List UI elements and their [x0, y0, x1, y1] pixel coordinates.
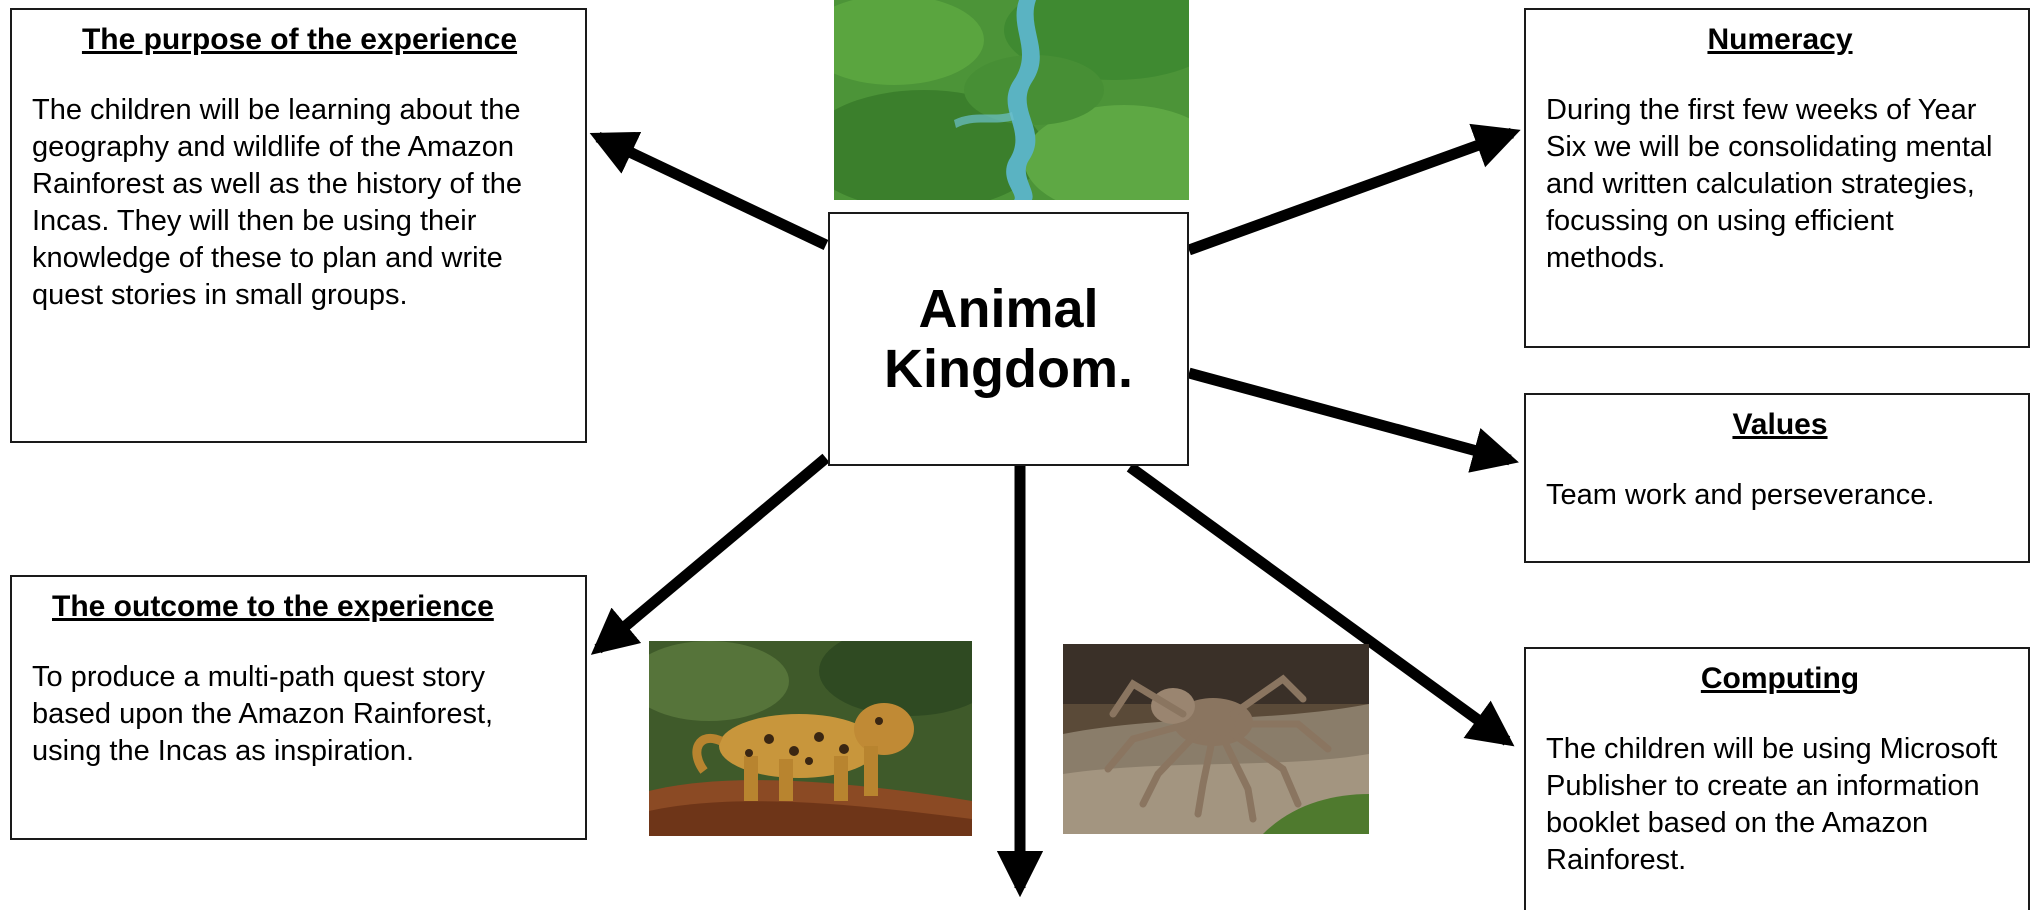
rainforest-river-photo [834, 0, 1189, 200]
values-box: Values Team work and perseverance. [1524, 393, 2030, 563]
numeracy-title: Numeracy [1707, 23, 1853, 56]
computing-text: The children will be using Microsoft Pub… [1546, 733, 1998, 876]
purpose-title: The purpose of the experience [81, 23, 518, 56]
arrow-to-purpose [589, 131, 829, 250]
center-topic-box: Animal Kingdom. [828, 212, 1189, 466]
outcome-text: To produce a multi-path quest story base… [32, 661, 494, 767]
center-title: Animal Kingdom. [884, 279, 1133, 399]
arrow-to-outcome [590, 453, 830, 655]
computing-box: Computing The children will be using Mic… [1524, 647, 2030, 910]
outcome-box: The outcome to the experience To produce… [10, 575, 587, 840]
arrow-to-computing [1126, 462, 1515, 747]
arrow-to-numeracy [1187, 123, 1521, 256]
computing-title: Computing [1700, 662, 1860, 695]
purpose-text: The children will be learning about the … [32, 94, 523, 311]
numeracy-box: Numeracy During the first few weeks of Y… [1524, 8, 2030, 348]
numeracy-text: During the first few weeks of Year Six w… [1546, 94, 1993, 274]
jaguar-photo [649, 641, 972, 836]
outcome-title: The outcome to the experience [52, 590, 494, 623]
values-title: Values [1732, 408, 1828, 441]
arrow-to-values [1187, 367, 1519, 473]
values-text: Team work and perseverance. [1546, 479, 1935, 511]
purpose-box: The purpose of the experience The childr… [10, 8, 587, 443]
tarantula-photo [1063, 644, 1369, 834]
